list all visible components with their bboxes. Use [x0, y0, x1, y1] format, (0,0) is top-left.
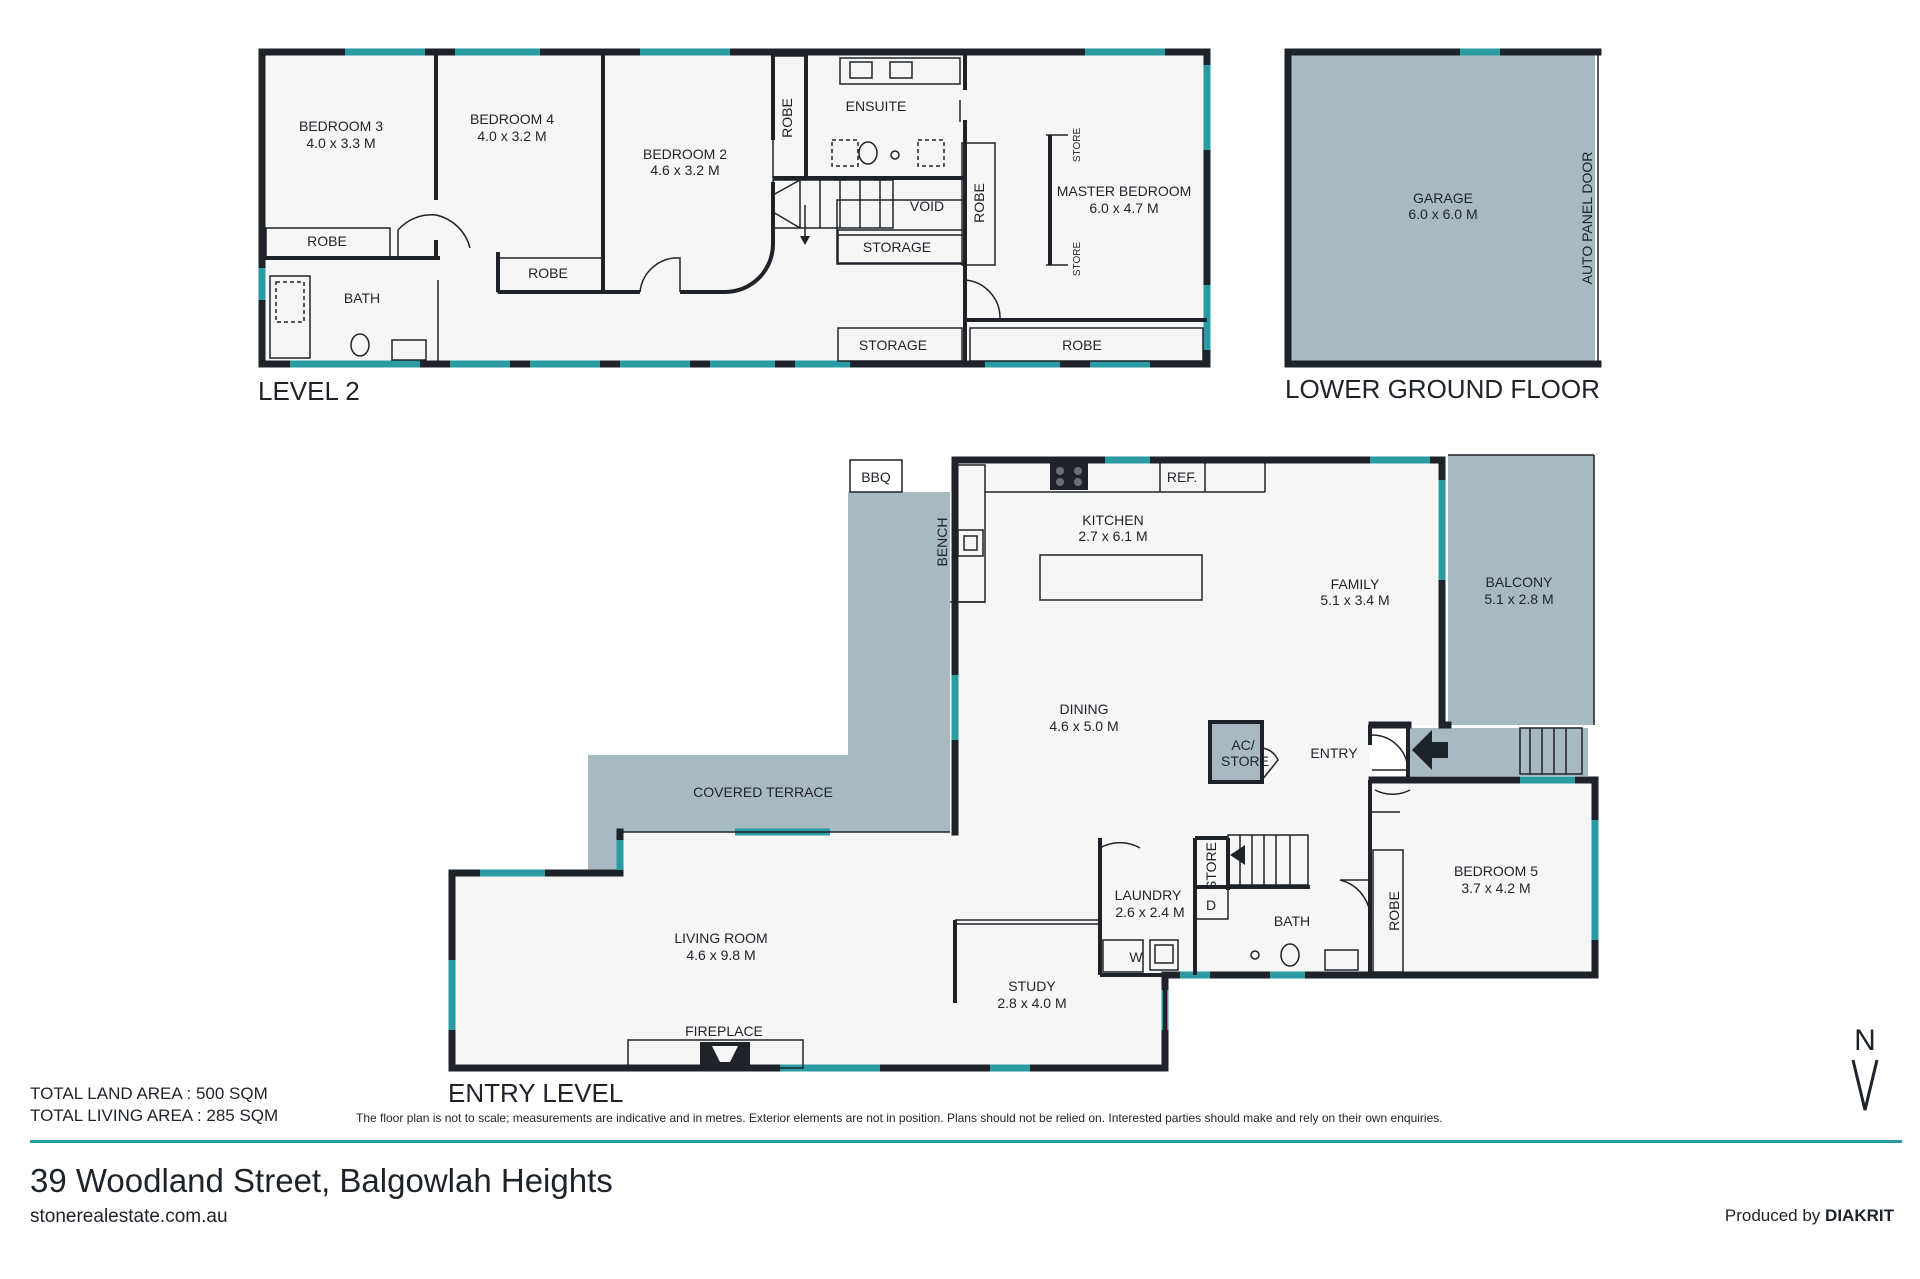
robe-bed5-label: ROBE [1386, 891, 1402, 931]
void-label: VOID [910, 198, 944, 214]
balcony-size: 5.1 x 2.8 M [1484, 591, 1553, 607]
total-land-area: TOTAL LAND AREA : 500 SQM [30, 1084, 268, 1103]
bench-label: BENCH [934, 517, 950, 566]
storage-lower-label: STORAGE [859, 337, 927, 353]
store-top-label: STORE [1072, 128, 1083, 163]
family-size: 5.1 x 3.4 M [1320, 592, 1389, 608]
room-labels: BEDROOM 3 4.0 x 3.3 M BEDROOM 4 4.0 x 3.… [299, 98, 1595, 1039]
bedroom5-size: 3.7 x 4.2 M [1461, 880, 1530, 896]
produced-by: Produced by DIAKRIT [1725, 1206, 1894, 1226]
bedroom4-size: 4.0 x 3.2 M [477, 128, 546, 144]
dryer-label: D [1206, 897, 1216, 913]
robe-bed3-label: ROBE [307, 233, 347, 249]
bath-level2-label: BATH [344, 290, 380, 306]
entry-label: ENTRY [1310, 745, 1358, 761]
ref-label: REF. [1167, 469, 1197, 485]
ensuite-label: ENSUITE [846, 98, 907, 114]
store-stair-label: STORE [1203, 842, 1219, 890]
level-2-plan [258, 48, 1211, 368]
ac-store-label-1: AC/ [1231, 737, 1254, 753]
bedroom5-label: BEDROOM 5 [1454, 863, 1538, 879]
entry-level-plan [448, 454, 1599, 1072]
produced-by-prefix: Produced by [1724, 1206, 1821, 1225]
dining-size: 4.6 x 5.0 M [1049, 718, 1118, 734]
auto-panel-door-label: AUTO PANEL DOOR [1579, 152, 1595, 285]
entry-level-title: ENTRY LEVEL [448, 1078, 623, 1108]
bedroom3-size: 4.0 x 3.3 M [306, 135, 375, 151]
kitchen-size: 2.7 x 6.1 M [1078, 528, 1147, 544]
washer-label: W [1129, 949, 1143, 965]
producer-brand: DIAKRIT [1825, 1206, 1894, 1225]
garage-label: GARAGE [1413, 190, 1473, 206]
ac-store-label-2: STORE [1221, 753, 1269, 769]
bedroom4-label: BEDROOM 4 [470, 111, 554, 127]
entry-arrow-icon [1412, 730, 1448, 770]
dining-label: DINING [1060, 701, 1109, 717]
kitchen-label: KITCHEN [1082, 512, 1143, 528]
footer-divider [30, 1140, 1902, 1143]
agency-website[interactable]: stonerealestate.com.au [30, 1206, 228, 1227]
living-room-label: LIVING ROOM [674, 930, 767, 946]
property-address: 39 Woodland Street, Balgowlah Heights [30, 1162, 613, 1199]
balcony-label: BALCONY [1486, 574, 1554, 590]
balcony-area [1448, 455, 1594, 725]
bedroom3-label: BEDROOM 3 [299, 118, 383, 134]
bedroom2-label: BEDROOM 2 [643, 146, 727, 162]
level-titles: LEVEL 2 LOWER GROUND FLOOR ENTRY LEVEL [258, 374, 1600, 1108]
master-bedroom-label: MASTER BEDROOM [1057, 183, 1192, 199]
total-living-area: TOTAL LIVING AREA : 285 SQM [30, 1106, 279, 1125]
laundry-size: 2.6 x 2.4 M [1115, 904, 1184, 920]
master-bedroom-size: 6.0 x 4.7 M [1089, 200, 1158, 216]
study-size: 2.8 x 4.0 M [997, 995, 1066, 1011]
north-label: N [1854, 1024, 1876, 1057]
bedroom2-size: 4.6 x 3.2 M [650, 162, 719, 178]
bbq-label: BBQ [861, 469, 891, 485]
garage-size: 6.0 x 6.0 M [1408, 206, 1477, 222]
laundry-label: LAUNDRY [1115, 887, 1182, 903]
living-room-size: 4.6 x 9.8 M [686, 947, 755, 963]
bath-entry-label: BATH [1274, 913, 1310, 929]
lower-ground-title: LOWER GROUND FLOOR [1285, 374, 1600, 404]
study-label: STUDY [1008, 978, 1056, 994]
storage-upper-label: STORAGE [863, 239, 931, 255]
robe-master-label: ROBE [1062, 337, 1102, 353]
robe-bed4-label: ROBE [528, 265, 568, 281]
north-arrow-icon: N [1851, 1024, 1879, 1111]
store-bottom-label: STORE [1072, 242, 1083, 277]
robe-ensuite-label: ROBE [779, 98, 795, 138]
fireplace-label: FIREPLACE [685, 1023, 763, 1039]
family-label: FAMILY [1331, 576, 1380, 592]
covered-terrace-label: COVERED TERRACE [693, 784, 833, 800]
level-2-title: LEVEL 2 [258, 376, 360, 406]
stairs-level-2 [772, 179, 894, 245]
lower-ground-plan [1284, 48, 1602, 368]
disclaimer: The floor plan is not to scale; measurem… [356, 1111, 1443, 1125]
robe-master-side-label: ROBE [971, 183, 987, 223]
